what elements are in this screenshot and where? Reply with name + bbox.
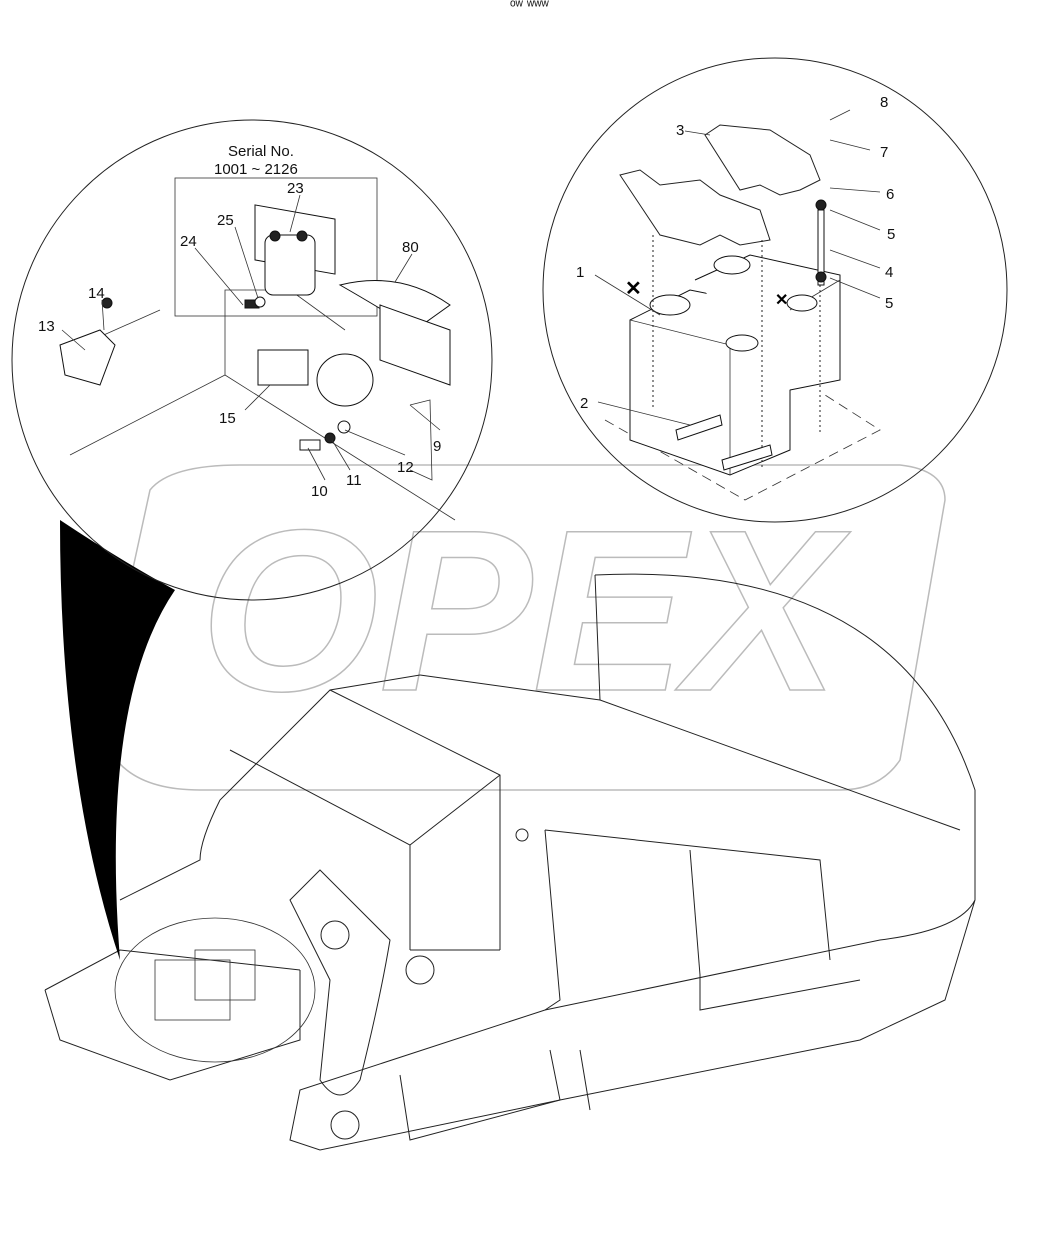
serial-title: Serial No. — [228, 143, 294, 160]
callout-6: 6 — [886, 186, 894, 203]
callout-3: 3 — [676, 122, 684, 139]
plus-mark-icon: ✕ — [775, 292, 788, 309]
callout-1: 1 — [576, 264, 584, 281]
callout-14: 14 — [88, 285, 105, 302]
callout-80: 80 — [402, 239, 419, 256]
callout-5-upper: 5 — [887, 226, 895, 243]
right-detail-view: ✕ ✕ 8 3 7 6 5 4 5 1 2 — [542, 57, 1008, 523]
watermark-text: OPEX — [200, 482, 851, 739]
callout-23: 23 — [287, 180, 304, 197]
callout-13: 13 — [38, 318, 55, 335]
detail-pointer — [60, 520, 175, 960]
callout-25: 25 — [217, 212, 234, 229]
callout-11: 11 — [346, 472, 362, 489]
left-detail-view: Serial No. 1001 ~ 2126 23 25 24 80 14 13… — [11, 119, 493, 601]
callout-2: 2 — [580, 395, 588, 412]
callout-7: 7 — [880, 144, 888, 161]
callout-4: 4 — [885, 264, 893, 281]
callout-8: 8 — [880, 94, 888, 111]
callout-15: 15 — [219, 410, 236, 427]
callout-9: 9 — [433, 438, 441, 455]
callout-12: 12 — [397, 459, 414, 476]
machine-frame — [44, 573, 976, 1151]
callout-5-lower: 5 — [885, 295, 893, 312]
header-mark: ᵒʷ ʷʷʷ — [510, 0, 549, 14]
minus-mark-icon: ✕ — [625, 278, 642, 300]
serial-range: 1001 ~ 2126 — [214, 161, 298, 178]
watermark-logo: OPEX — [99, 464, 946, 791]
callout-24: 24 — [180, 233, 197, 250]
callout-10: 10 — [311, 483, 328, 500]
